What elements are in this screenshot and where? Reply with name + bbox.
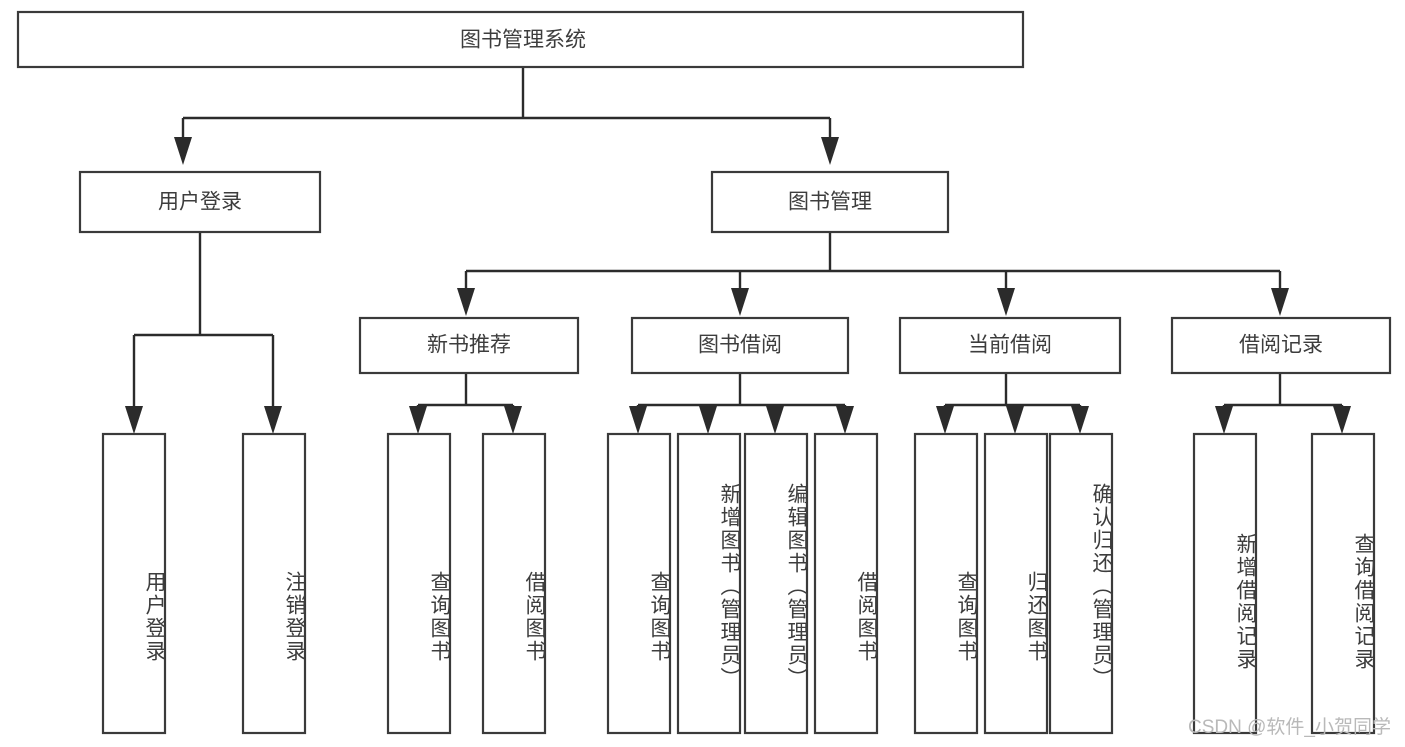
node-leaf-user-login-box[interactable] (101, 432, 167, 735)
node-current-borrow-label: 当前借阅 (968, 334, 1052, 357)
node-leaf-confirm-return-box[interactable] (1048, 432, 1114, 735)
node-book-borrow-label: 图书借阅 (698, 334, 782, 357)
arrow-icon-new-book-recommend (457, 288, 475, 316)
node-leaf-return-book-label: 归还图书 (1025, 570, 1048, 663)
arrow-icon-return-book (1006, 406, 1024, 434)
arrow-icon-book-manage (821, 137, 839, 165)
node-leaf-borrow-book-2-box[interactable] (813, 432, 879, 735)
arrow-icon-confirm-return (1071, 406, 1089, 434)
arrow-icon-leaf-user-login (125, 406, 143, 434)
node-book-borrow[interactable]: 图书借阅 (630, 316, 850, 375)
arrow-icon-query-book-3 (936, 406, 954, 434)
node-new-book-recommend-label: 新书推荐 (427, 334, 511, 357)
node-user-login-label: 用户登录 (158, 191, 242, 214)
arrow-icon-add-record (1215, 406, 1233, 434)
node-borrow-record-label: 借阅记录 (1239, 334, 1323, 357)
arrow-icon-query-book-1 (409, 406, 427, 434)
connector-root-to-level2 (174, 67, 839, 165)
node-leaf-query-book-3-box[interactable] (913, 432, 979, 735)
arrow-icon-add-book (699, 406, 717, 434)
connector-user-login-to-leaves (125, 232, 282, 434)
node-leaf-logout-login-label: 注销登录 (283, 570, 306, 663)
node-book-manage[interactable]: 图书管理 (710, 170, 950, 234)
connector-book-manage-to-level3 (457, 232, 1289, 316)
node-leaf-return-book-box[interactable] (983, 432, 1049, 735)
arrow-icon-query-book-2 (629, 406, 647, 434)
node-leaf-borrow-book-1-label: 借阅图书 (523, 570, 546, 663)
node-leaf-query-book-3-label: 查询图书 (955, 570, 978, 663)
arrow-icon-user-login (174, 137, 192, 165)
node-leaf-user-login-label: 用户登录 (143, 570, 166, 663)
node-leaf-query-book-1-label: 查询图书 (428, 570, 451, 663)
node-leaf-add-book-box[interactable] (676, 432, 742, 735)
connector-new-book-to-leaves (409, 373, 522, 434)
node-leaf-query-book-2-label: 查询图书 (648, 570, 671, 663)
connector-borrow-record-to-leaves (1215, 373, 1351, 434)
arrow-icon-query-record (1333, 406, 1351, 434)
arrow-icon-leaf-logout (264, 406, 282, 434)
node-leaf-query-record-label: 查询借阅记录 (1352, 532, 1375, 671)
arrow-icon-borrow-record (1271, 288, 1289, 316)
csdn-watermark: CSDN @软件_小贺同学 (1188, 717, 1391, 738)
node-current-borrow[interactable]: 当前借阅 (898, 316, 1122, 375)
node-user-login[interactable]: 用户登录 (78, 170, 322, 234)
node-leaf-query-book-1-box[interactable] (386, 432, 452, 735)
node-new-book-recommend-box[interactable] (358, 316, 580, 375)
node-new-book-recommend[interactable]: 新书推荐 (358, 316, 580, 375)
node-root-label: 图书管理系统 (460, 29, 586, 52)
arrow-icon-borrow-book-1 (504, 406, 522, 434)
node-book-manage-label: 图书管理 (788, 191, 872, 214)
arrow-icon-edit-book (766, 406, 784, 434)
node-root-box[interactable] (16, 10, 1025, 69)
node-leaf-borrow-book-2-label: 借阅图书 (855, 570, 878, 663)
node-book-borrow-box[interactable] (630, 316, 850, 375)
node-user-login-box[interactable] (78, 170, 322, 234)
node-leaf-borrow-book-1-box[interactable] (481, 432, 547, 735)
node-leaf-add-record-box[interactable] (1192, 432, 1258, 735)
arrow-icon-borrow-book-2 (836, 406, 854, 434)
node-borrow-record-box[interactable] (1170, 316, 1392, 375)
connector-current-borrow-to-leaves (936, 373, 1089, 434)
node-book-manage-box[interactable] (710, 170, 950, 234)
arrow-icon-current-borrow (997, 288, 1015, 316)
node-leaf-query-record-box[interactable] (1310, 432, 1376, 735)
node-leaf-confirm-return-label: 确认归还（管理员） (1090, 483, 1113, 690)
arrow-icon-book-borrow (731, 288, 749, 316)
node-leaf-add-book-label: 新增图书（管理员） (718, 483, 741, 690)
node-leaf-edit-book-box[interactable] (743, 432, 809, 735)
connector-book-borrow-to-leaves (629, 373, 854, 434)
node-borrow-record[interactable]: 借阅记录 (1170, 316, 1392, 375)
node-leaf-query-book-2-box[interactable] (606, 432, 672, 735)
node-current-borrow-box[interactable] (898, 316, 1122, 375)
node-leaf-add-record-label: 新增借阅记录 (1234, 532, 1257, 671)
node-leaf-logout-login-box[interactable] (241, 432, 307, 735)
node-leaf-edit-book-label: 编辑图书（管理员） (785, 483, 808, 690)
node-root[interactable]: 图书管理系统 (16, 10, 1025, 69)
